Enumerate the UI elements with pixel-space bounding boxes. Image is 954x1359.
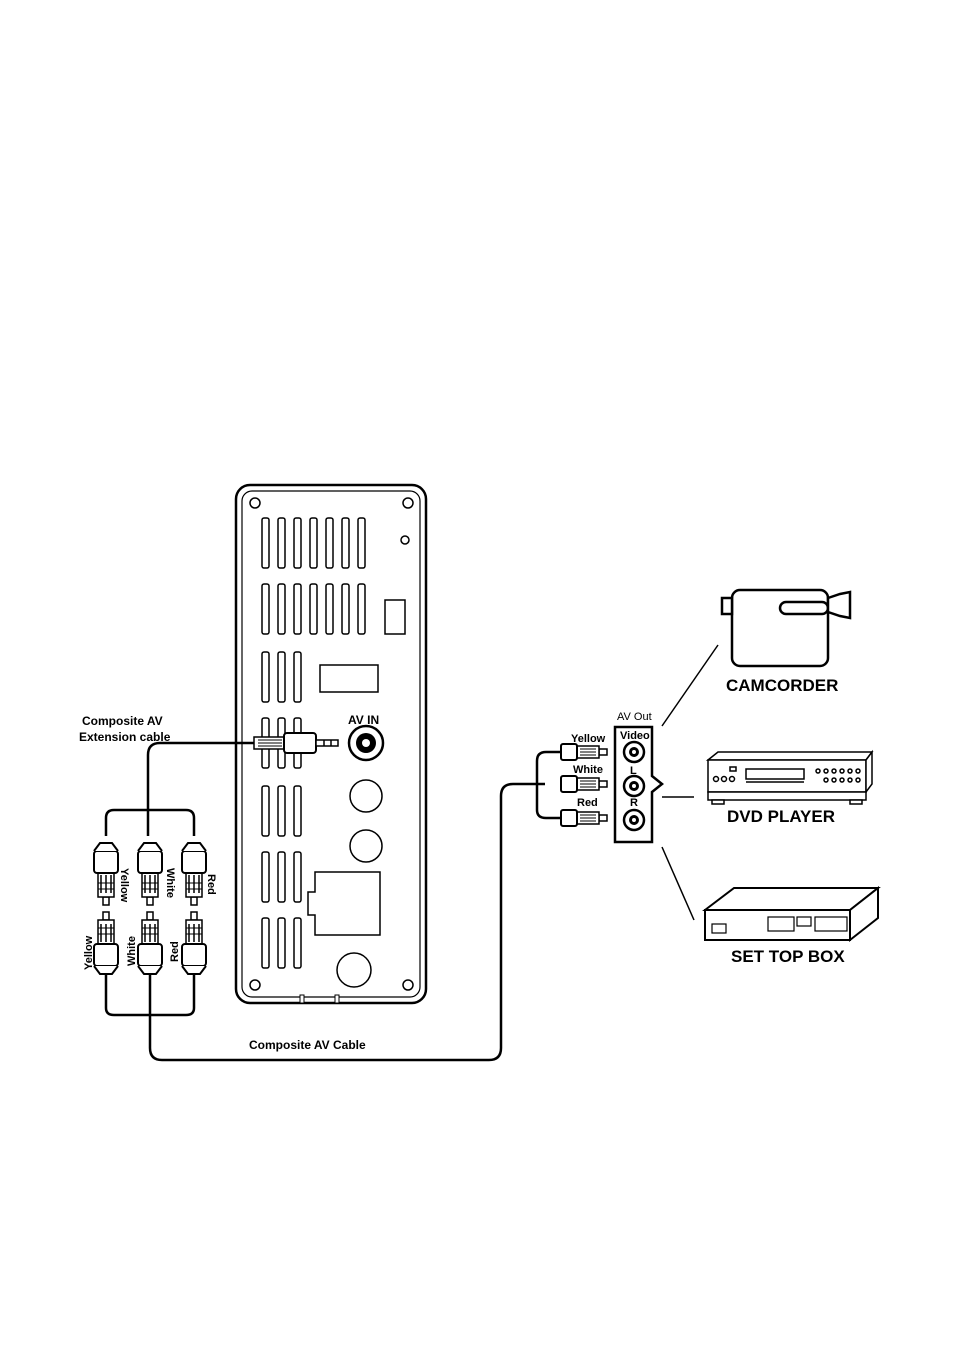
- yellow-label-upper: Yellow: [118, 868, 130, 903]
- av-out-panel: [613, 725, 665, 844]
- yellow-label-right: Yellow: [571, 733, 606, 745]
- lower-rca-plugs: [93, 911, 207, 975]
- white-label-upper: White: [164, 868, 176, 898]
- extension-cable-label-line1: Composite AV: [82, 714, 163, 728]
- dvd-player-label: DVD PLAYER: [727, 807, 836, 826]
- upper-rca-plugs: [93, 842, 207, 906]
- extension-plug: [253, 732, 339, 754]
- camcorder-label: CAMCORDER: [726, 676, 839, 695]
- left-port-label: L: [630, 765, 637, 777]
- extension-cable-wire: [146, 741, 254, 836]
- white-label-lower: White: [126, 936, 138, 966]
- yellow-label-lower: Yellow: [83, 935, 95, 970]
- composite-av-cable-label: Composite AV Cable: [249, 1038, 366, 1052]
- video-port-label: Video: [620, 730, 650, 742]
- av-out-rca-plugs: [560, 743, 608, 827]
- vent-slots: [261, 517, 366, 969]
- camcorder-icon: [720, 588, 852, 668]
- red-label-lower: Red: [169, 941, 181, 962]
- red-label-right: Red: [577, 797, 598, 809]
- right-port-label: R: [630, 797, 638, 809]
- back-panel: [234, 483, 428, 1005]
- set-top-box-label: SET TOP BOX: [731, 947, 845, 966]
- extension-cable-label-line2: Extension cable: [79, 730, 171, 744]
- red-label-upper: Red: [205, 874, 217, 895]
- av-in-jack: [347, 724, 385, 762]
- set-top-box-icon: [702, 885, 881, 943]
- av-in-label: AV IN: [348, 713, 380, 727]
- dvd-player-icon: [705, 749, 874, 805]
- white-label-right: White: [573, 764, 603, 776]
- composite-av-cable-wire: [148, 782, 545, 1062]
- av-out-label: AV Out: [617, 711, 652, 723]
